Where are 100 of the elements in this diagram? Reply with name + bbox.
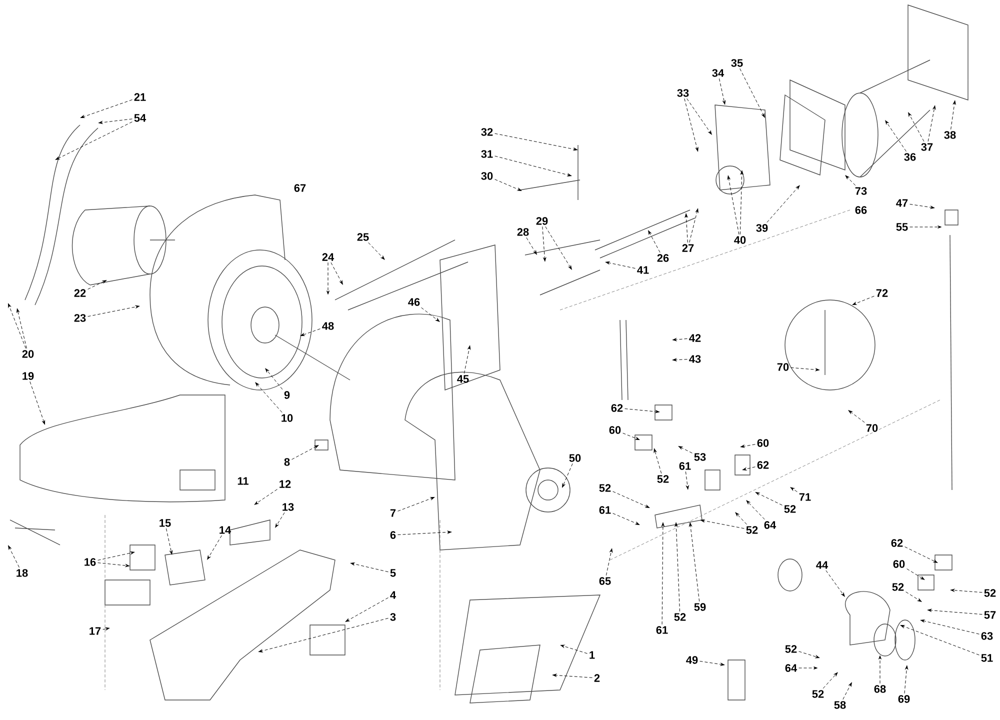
leader-line [746, 500, 765, 520]
leader-line [842, 682, 852, 700]
callout-number: 52 [746, 526, 758, 534]
callout-number: 60 [893, 560, 905, 568]
leader-line [848, 410, 865, 423]
leader-line [398, 530, 452, 535]
leader-line [790, 367, 820, 372]
callout-number: 68 [874, 685, 886, 693]
callout-number: 19 [22, 372, 34, 380]
callout-number: 40 [734, 236, 746, 244]
leader-line [740, 444, 756, 448]
leader-line [950, 100, 956, 130]
leader-line [700, 660, 724, 666]
callout-number: 24 [322, 253, 334, 261]
callout-number: 29 [536, 217, 548, 225]
callout-number: 1 [590, 651, 595, 659]
callout-number: 25 [357, 233, 369, 241]
callout-number: 52 [812, 690, 824, 698]
callout-number: 51 [981, 654, 993, 662]
callout-number: 52 [984, 589, 996, 597]
leader-line [292, 445, 319, 460]
leader-line [740, 68, 765, 118]
leader-line [740, 170, 744, 235]
leader-line [684, 98, 698, 152]
callout-number: 38 [944, 131, 956, 139]
leader-line [421, 307, 440, 322]
callout-number: 62 [611, 404, 623, 412]
leader-line [755, 492, 782, 506]
leader-line [904, 546, 938, 563]
callout-number: 54 [134, 114, 146, 122]
leader-line [674, 522, 680, 612]
callout-number: 50 [569, 454, 581, 462]
callout-number: 60 [609, 426, 621, 434]
callout-number: 62 [891, 539, 903, 547]
callout-number: 35 [731, 59, 743, 67]
leader-line [80, 99, 132, 118]
leader-line [735, 512, 747, 525]
callout-number: 13 [282, 503, 294, 511]
leader-line [672, 338, 688, 342]
leader-line [254, 489, 278, 505]
leader-line [368, 242, 385, 260]
callout-number: 71 [799, 493, 811, 501]
callout-number: 43 [689, 355, 701, 363]
callout-number: 39 [756, 224, 768, 232]
leader-line [920, 620, 980, 634]
callout-number: 49 [686, 656, 698, 664]
callout-number: 15 [160, 519, 171, 527]
leader-line [928, 106, 936, 142]
callout-number: 70 [777, 363, 789, 371]
leader-line [88, 305, 140, 317]
leader-line [822, 672, 838, 689]
callout-number: 3 [390, 613, 396, 621]
leader-line [727, 176, 740, 235]
callout-number: 64 [764, 521, 776, 529]
callout-number: 61 [599, 506, 611, 514]
callout-number: 55 [896, 223, 908, 231]
callout-number: 48 [322, 322, 334, 330]
callout-number: 20 [22, 350, 34, 358]
callout-number: 52 [784, 505, 796, 513]
leader-line [685, 471, 689, 490]
leader-line [689, 208, 698, 243]
callout-number: 73 [855, 187, 867, 195]
callout-number: 8 [284, 458, 290, 466]
leader-line [654, 448, 662, 474]
leader-line [885, 120, 906, 152]
leader-line [398, 497, 435, 512]
leader-line [904, 666, 908, 694]
callout-number: 33 [677, 89, 689, 97]
leader-line [350, 562, 388, 572]
callout-number: 18 [16, 569, 28, 577]
callout-number: 70 [866, 424, 878, 432]
leader-line [908, 112, 924, 142]
leader-line [606, 261, 636, 269]
leader-line [330, 262, 343, 285]
leader-line [494, 156, 572, 176]
callout-number: 34 [712, 69, 724, 77]
leader-line [684, 214, 688, 243]
leader-line [798, 651, 820, 658]
leader-line [55, 122, 132, 160]
leader-line [255, 382, 282, 413]
leader-line [258, 618, 388, 652]
leader-line [606, 548, 613, 576]
leader-line [16, 308, 27, 349]
callout-number: 31 [481, 150, 493, 158]
callout-number: 66 [855, 206, 867, 214]
leader-line [700, 519, 744, 529]
callout-number: 65 [599, 577, 611, 585]
callout-number: 62 [757, 461, 769, 469]
leader-line [906, 592, 922, 602]
leader-line [906, 568, 925, 580]
leader-line [102, 627, 110, 630]
leader-line [30, 381, 46, 425]
callout-number: 14 [220, 526, 232, 534]
callout-number: 61 [656, 626, 668, 634]
callout-number: 10 [282, 414, 293, 422]
leader-line [852, 296, 874, 305]
callout-number: 52 [892, 583, 904, 591]
callout-number: 4 [390, 591, 396, 599]
leader-line [928, 608, 982, 615]
leader-line [494, 179, 522, 191]
